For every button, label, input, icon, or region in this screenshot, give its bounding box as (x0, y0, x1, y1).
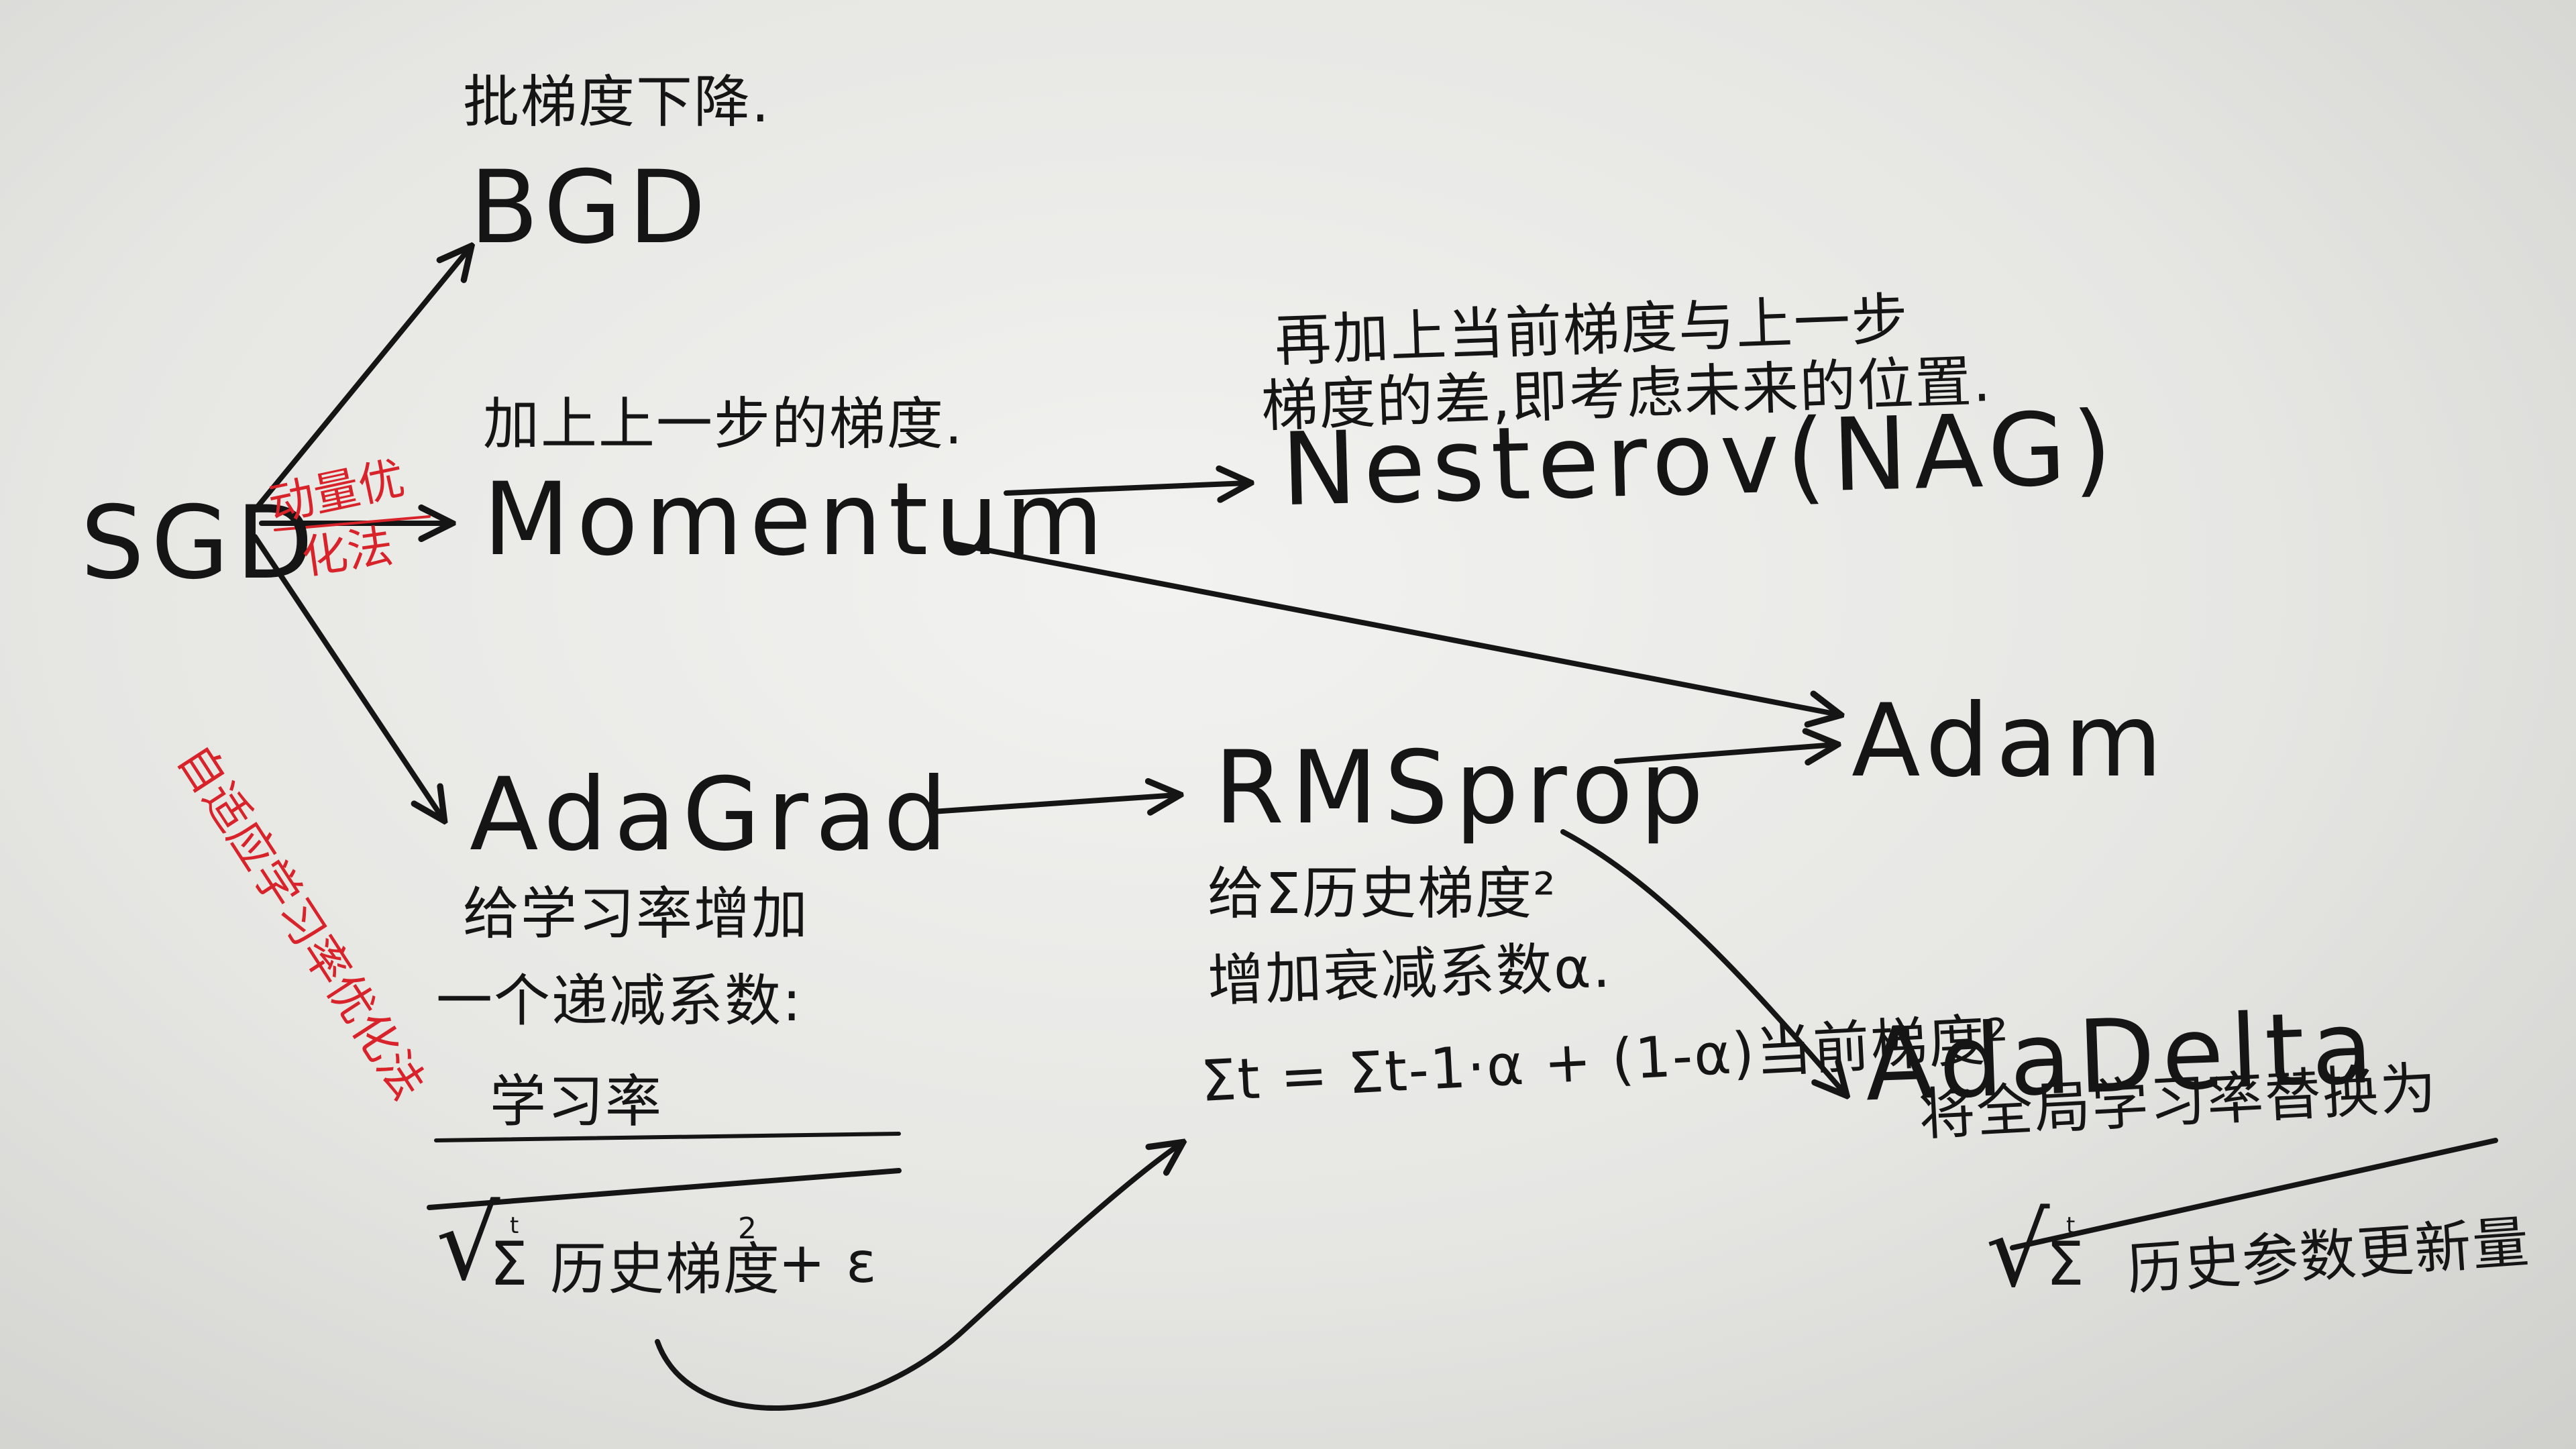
red-underline (274, 515, 431, 531)
note-adagrad-line1: 给学习率增加 (463, 881, 810, 947)
formula-adagrad-sqrt: √ (436, 1186, 500, 1303)
node-rmsprop: RMSprop (1214, 730, 1711, 847)
arrow-rmsprop-to-adam (1614, 745, 1835, 761)
arrow-sgd-to-bgd (252, 248, 470, 513)
arrow-momentum-to-adam (950, 541, 1838, 714)
arrow-sgd-to-adagrad (252, 534, 443, 818)
arrow-rmsprop-to-adadelta (1560, 829, 1845, 1093)
formula-adagrad-sum-upper: t (510, 1212, 519, 1239)
formula-adagrad-denominator: 历史梯度 (550, 1236, 782, 1302)
note-momentum: 加上上一步的梯度. (483, 391, 964, 457)
node-bgd: BGD (470, 150, 713, 266)
fraction-bar-top (434, 1132, 901, 1142)
formula-adagrad-square: 2 (738, 1212, 757, 1246)
formula-adadelta-sum-upper: t (2066, 1212, 2076, 1239)
edge-label-momentum-line2: 化法 (299, 519, 396, 586)
formula-adagrad-numerator: 学习率 (490, 1069, 663, 1134)
formula-adagrad-sum: Σ (490, 1229, 528, 1299)
arrow-momentum-to-nesterov (1004, 483, 1248, 493)
note-rmsprop-line1: 给Σ历史梯度² (1208, 861, 1557, 926)
note-adagrad-line2: 一个递减系数: (436, 968, 803, 1034)
node-adam: Adam (1851, 683, 2169, 800)
node-momentum: Momentum (483, 462, 1110, 578)
adadelta-sqrt-bar (2010, 1138, 2498, 1250)
arrow-adagrad-to-rmsprop (930, 795, 1177, 812)
fraction-bar (427, 1168, 902, 1210)
note-bgd: 批梯度下降. (463, 69, 771, 135)
note-rmsprop-line2: 增加衰减系数α. (1206, 934, 1613, 1014)
arrow-formula-to-update (655, 1144, 1181, 1411)
formula-adadelta-sqrt: √ (1986, 1193, 2050, 1309)
formula-adadelta-sum: Σ (2046, 1229, 2084, 1299)
node-adagrad: AdaGrad (470, 757, 955, 873)
formula-adagrad-eps: + ε (778, 1230, 878, 1295)
node-sgd: SGD (80, 485, 320, 602)
